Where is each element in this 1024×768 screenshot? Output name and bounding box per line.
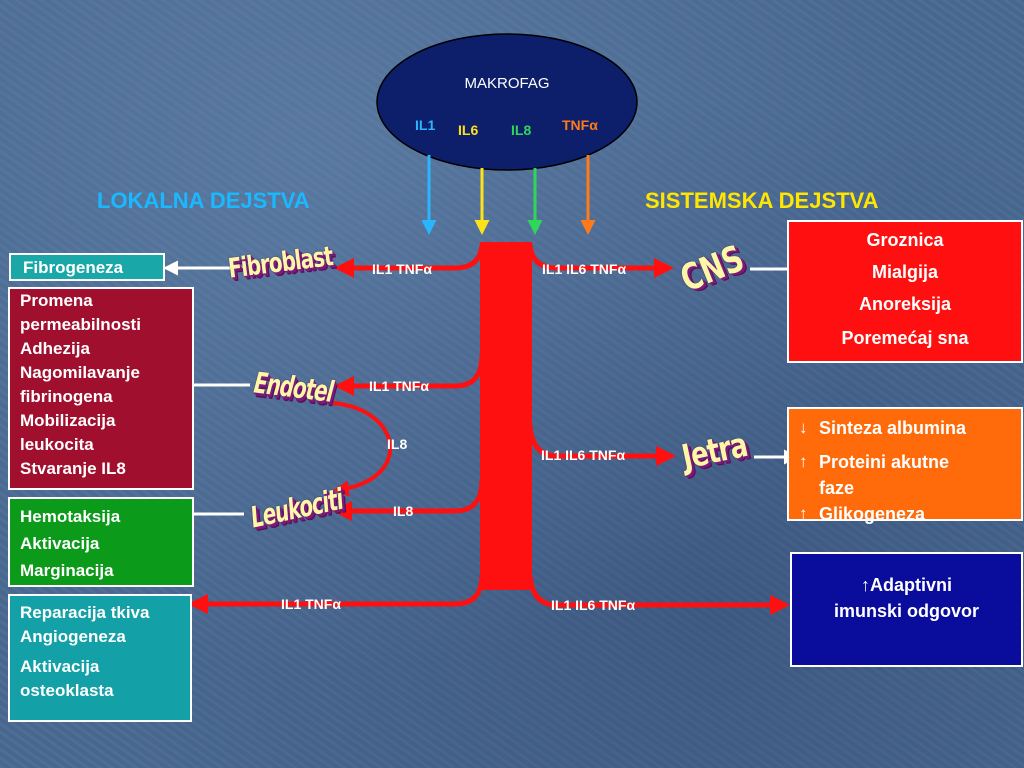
label-jetra-cytokines: IL1 IL6 TNFα <box>541 447 626 463</box>
liver-effect-row: ↑ Proteini akutne faze <box>799 449 1021 501</box>
box-liver-effects: ↓ Sinteza albumina ↑ Proteini akutne faz… <box>787 407 1023 524</box>
arrow-down-icon: ↓ <box>799 418 808 437</box>
box-leukocyte-effects: Hemotaksija Aktivacija Marginacija <box>8 497 194 587</box>
branch-imunski <box>527 574 790 615</box>
cns-effect-line: Groznica <box>866 230 944 250</box>
label-il1-tnf-endotel: IL1 TNFα <box>369 378 429 394</box>
cytokine-il6-label: IL6 <box>458 122 479 138</box>
cns-effect-line: Anoreksija <box>858 294 952 314</box>
macrophage-ellipse <box>376 33 638 171</box>
endotel-effect-line: Promena <box>20 291 93 310</box>
endotel-effect-line: Adhezija <box>20 339 90 358</box>
repair-effect-line: Aktivacija <box>20 657 100 676</box>
liver-effect-text: Glikogeneza <box>819 504 926 524</box>
endotel-effect-line: Mobilizacija <box>20 411 116 430</box>
box-fibrogeneza-line: Fibrogeneza <box>23 258 124 277</box>
cytokine-tnf-label: TNFα <box>562 117 598 133</box>
leukocyte-effect-line: Marginacija <box>20 561 114 580</box>
liver-effect-text: Proteini akutne faze <box>819 452 950 498</box>
label-il1-tnf-fibroblast: IL1 TNFα <box>372 261 432 277</box>
arrow-up-icon: ↑ <box>799 452 808 471</box>
cns-effect-line: Poremećaj sna <box>841 328 969 348</box>
box-endotel-effects: Promena permeabilnosti Adhezija Nagomila… <box>8 287 194 490</box>
repair-effect-line: Angiogeneza <box>20 627 126 646</box>
cytokine-il8-label: IL8 <box>511 122 532 138</box>
liver-effect-row: ↑ Glikogeneza <box>799 501 1021 527</box>
label-imunski-cytokines: IL1 IL6 TNFα <box>551 597 636 613</box>
signal-trunk <box>480 242 532 590</box>
immune-effect-line: ↑Adaptivni <box>792 572 1021 598</box>
heading-systemic-effects: SISTEMSKA DEJSTVA <box>645 188 879 213</box>
endotel-effect-line: permeabilnosti <box>20 315 141 334</box>
cns-effect-line: Mialgija <box>871 262 938 282</box>
label-il1-tnf-reparacija: IL1 TNFα <box>281 596 341 612</box>
heading-local-effects: LOKALNA DEJSTVA <box>97 188 310 213</box>
cytokine-il1-label: IL1 <box>415 117 436 133</box>
branch-cns <box>527 244 674 278</box>
box-cns-effects: Groznica Mialgija Anoreksija Poremećaj s… <box>787 220 1023 363</box>
immune-effect-text: Adaptivni <box>869 575 952 595</box>
branch-leukociti <box>332 479 485 521</box>
branch-jetra <box>527 424 676 466</box>
endotel-effect-line: Stvaranje IL8 <box>20 459 126 478</box>
macrophage-title: MAKROFAG <box>464 75 550 92</box>
branch-fibroblast <box>334 244 485 278</box>
box-repair-effects: Reparacija tkiva Angiogeneza Aktivacija … <box>8 594 192 722</box>
repair-effect-line: Reparacija tkiva <box>20 603 150 622</box>
endotel-effect-line: fibrinogena <box>20 387 113 406</box>
label-il8-curve: IL8 <box>387 436 408 452</box>
liver-effect-text: Sinteza albumina <box>819 418 967 438</box>
branch-endotel <box>334 354 485 396</box>
box-immune-effects: ↑Adaptivni imunski odgovor <box>790 552 1023 667</box>
leukocyte-effect-line: Hemotaksija <box>20 507 121 526</box>
repair-effect-line: osteoklasta <box>20 681 114 700</box>
endotel-effect-line: leukocita <box>20 435 94 454</box>
box-fibrogeneza: Fibrogeneza <box>9 253 165 281</box>
label-il8-leukociti: IL8 <box>393 503 414 519</box>
il8-curve <box>332 401 392 497</box>
leukocyte-effect-line: Aktivacija <box>20 534 100 553</box>
immune-effect-line: imunski odgovor <box>833 601 979 621</box>
label-cns-cytokines: IL1 IL6 TNFα <box>542 261 627 277</box>
liver-effect-row: ↓ Sinteza albumina <box>799 413 1021 443</box>
branch-reparacija <box>188 574 485 614</box>
arrow-up-icon: ↑ <box>860 575 870 595</box>
arrow-up-icon: ↑ <box>799 504 808 523</box>
endotel-effect-line: Nagomilavanje <box>20 363 140 382</box>
